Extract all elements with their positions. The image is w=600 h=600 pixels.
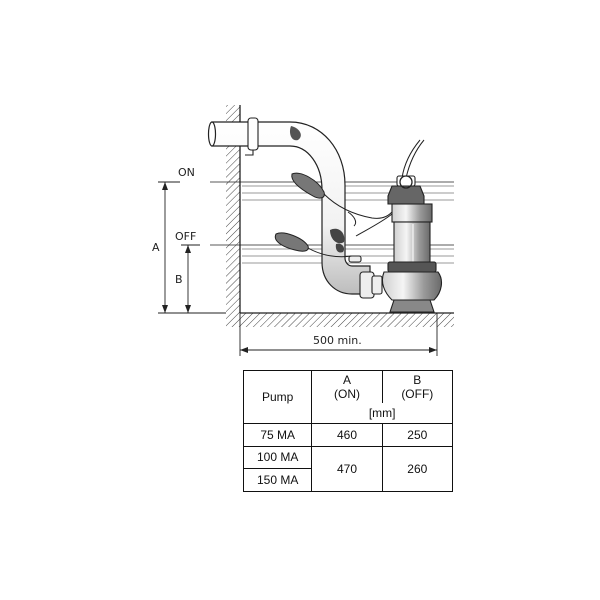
off-level-label: OFF	[175, 230, 196, 243]
table-row: 150 MA	[242, 468, 453, 492]
dimension-b-label: B	[175, 273, 183, 286]
unit-label: [mm]	[311, 402, 453, 424]
row-pump: 150 MA	[242, 468, 313, 492]
submersible-pump	[381, 175, 443, 313]
row-a-value: 470	[311, 445, 383, 493]
pipe-coupling	[348, 255, 383, 299]
dimension-b	[181, 244, 200, 313]
table-row: 100 MA 470 260	[242, 445, 454, 493]
row-a-value: 460	[311, 422, 383, 447]
dimension-a-label: A	[152, 241, 160, 254]
on-level-label: ON	[178, 166, 195, 179]
row-pump: 75 MA	[242, 422, 313, 447]
header-b-letter: B	[413, 372, 422, 387]
header-a-letter: A	[342, 372, 351, 387]
row-b-value: 250	[381, 422, 454, 447]
header-b-state: (OFF)	[401, 386, 434, 401]
sump-floor	[226, 312, 454, 327]
header-a: A (ON)	[311, 369, 383, 403]
dimension-width	[239, 313, 438, 356]
float-switch-off	[274, 213, 393, 258]
dimension-a	[158, 181, 226, 314]
dimension-width-label: 500 min.	[313, 334, 362, 347]
power-cable	[401, 139, 425, 179]
pipe-wall-bracket	[245, 117, 259, 156]
table-row: 75 MA 460 250	[242, 422, 454, 447]
pump-level-table: Pump A (ON) B (OFF) [mm] 75 MA 460 250 1…	[242, 369, 454, 493]
header-pump: Pump	[242, 370, 313, 424]
header-a-state: (ON)	[334, 386, 360, 401]
pump-installation-diagram: ON OFF A B 500 min.	[152, 105, 454, 356]
row-pump: 100 MA	[242, 445, 313, 470]
header-b: B (OFF)	[381, 369, 454, 403]
discharge-pipe	[207, 121, 371, 295]
row-b-value: 260	[381, 445, 454, 493]
